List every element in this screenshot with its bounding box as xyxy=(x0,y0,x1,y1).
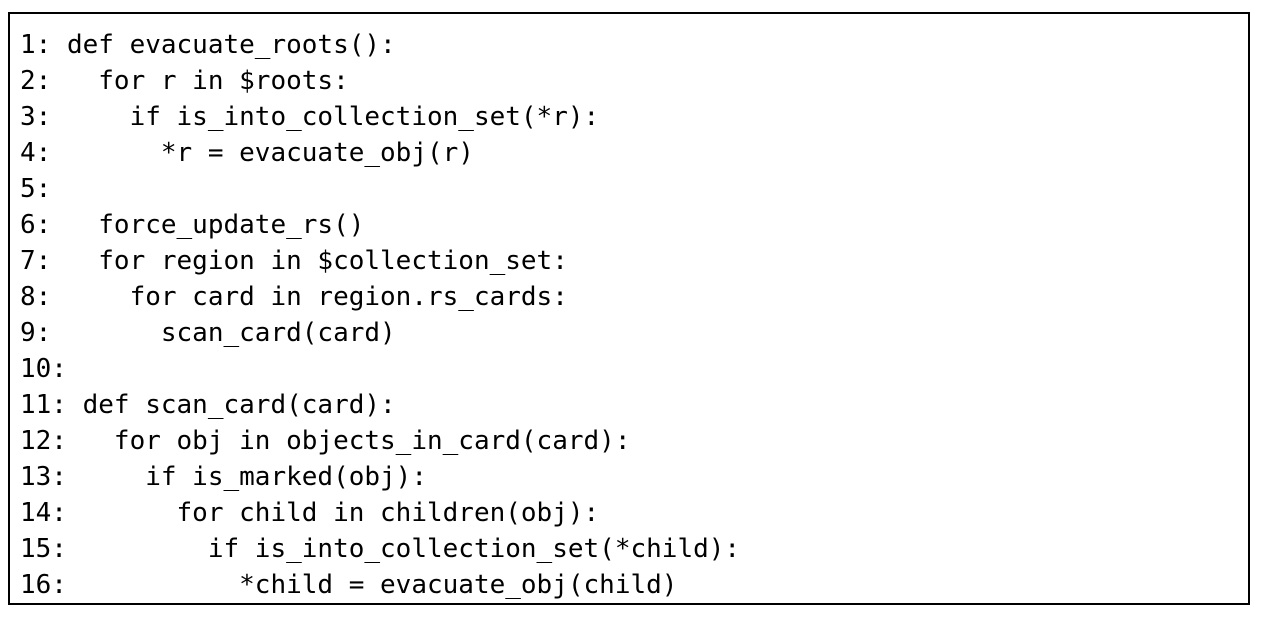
code-line: 16: *child = evacuate_obj(child) xyxy=(20,570,678,600)
code-line: 5: xyxy=(20,174,52,204)
code-line: 4: *r = evacuate_obj(r) xyxy=(20,138,474,168)
code-listing-box: 1: def evacuate_roots(): 2: for r in $ro… xyxy=(8,12,1250,605)
code-line: 6: force_update_rs() xyxy=(20,210,365,240)
code-lines: 1: def evacuate_roots(): 2: for r in $ro… xyxy=(20,27,740,603)
code-line: 13: if is_marked(obj): xyxy=(20,462,427,492)
code-line: 8: for card in region.rs_cards: xyxy=(20,282,568,312)
code-line: 9: scan_card(card) xyxy=(20,318,396,348)
code-line: 2: for r in $roots: xyxy=(20,66,349,96)
code-line: 7: for region in $collection_set: xyxy=(20,246,568,276)
code-line: 10: xyxy=(20,354,67,384)
code-line: 14: for child in children(obj): xyxy=(20,498,600,528)
code-line: 11: def scan_card(card): xyxy=(20,390,396,420)
code-line: 3: if is_into_collection_set(*r): xyxy=(20,102,600,132)
code-line: 12: for obj in objects_in_card(card): xyxy=(20,426,631,456)
code-line: 15: if is_into_collection_set(*child): xyxy=(20,534,741,564)
code-line: 1: def evacuate_roots(): xyxy=(20,30,396,60)
